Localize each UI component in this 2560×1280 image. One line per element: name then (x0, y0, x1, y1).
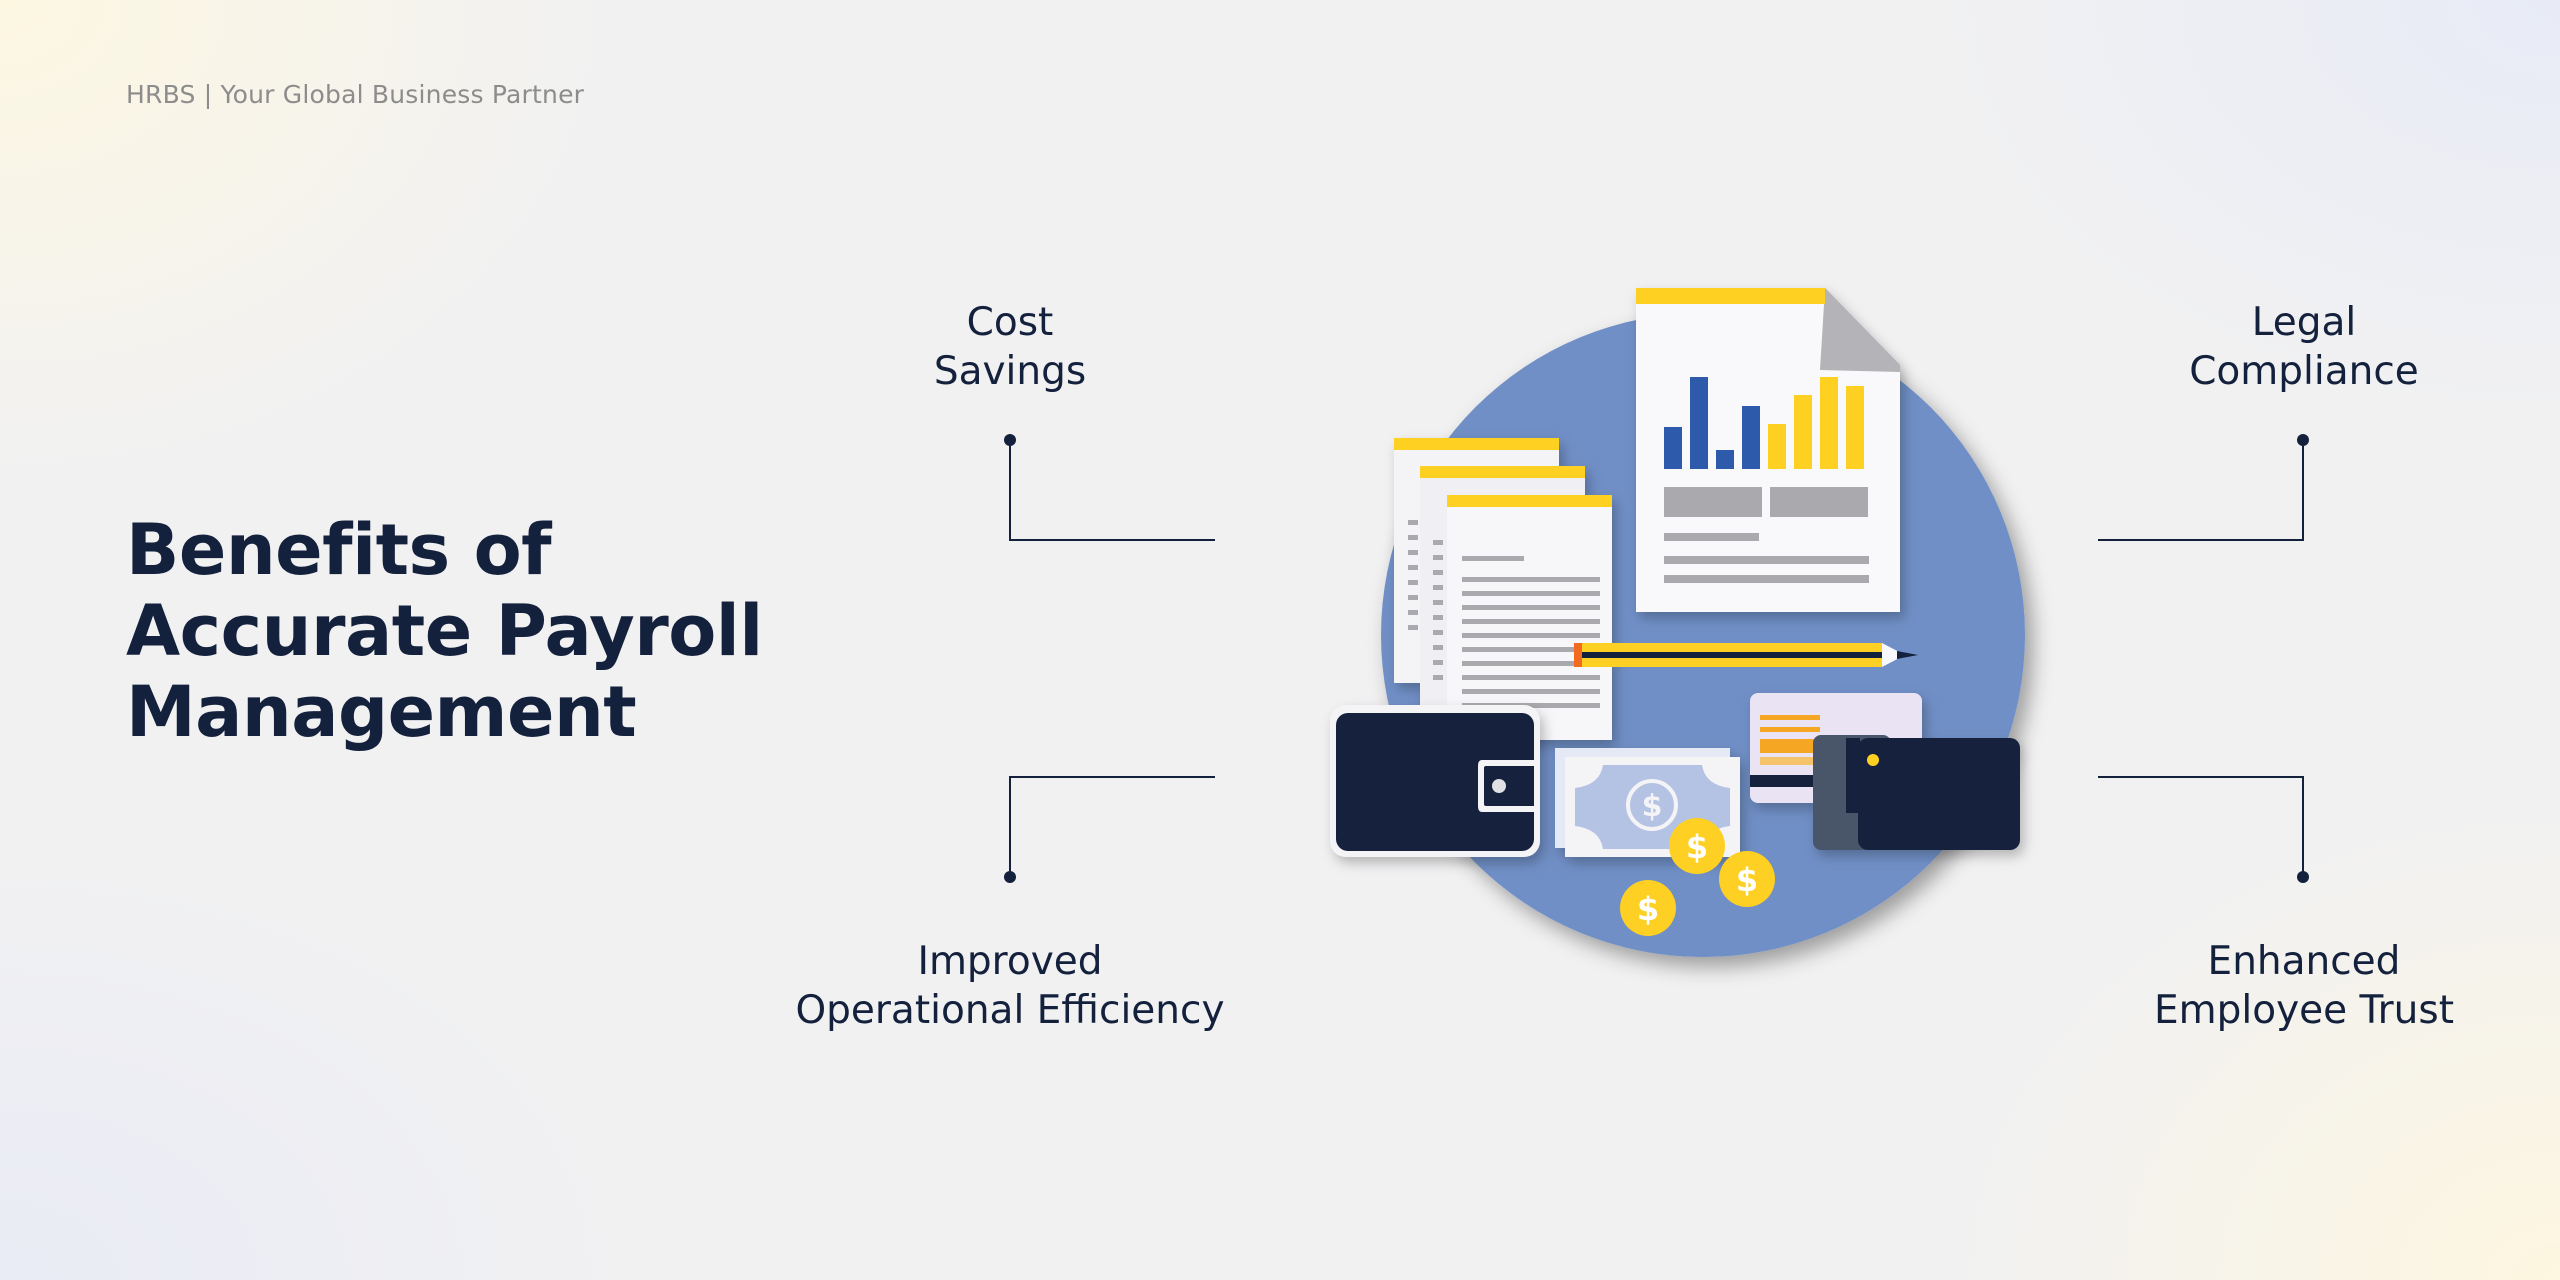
connector-trust (2098, 776, 2304, 877)
benefit-legal-line-2: Compliance (2189, 349, 2419, 394)
benefit-operational-efficiency: Improved Operational Efficiency (760, 937, 1260, 1035)
documents-icon (1394, 438, 1612, 740)
connector-ops (1009, 776, 1215, 877)
title-line-3: Management (126, 671, 637, 753)
page-title: Benefits of Accurate Payroll Management (126, 509, 763, 753)
benefit-legal-compliance: Legal Compliance (2154, 298, 2454, 396)
benefit-trust-line-1: Enhanced (2207, 939, 2401, 984)
connector-dot-cost (1004, 434, 1016, 446)
benefit-ops-line-2: Operational Efficiency (795, 988, 1225, 1033)
connector-cost (1009, 440, 1215, 541)
coins-icon: $ $ $ (1620, 818, 1775, 936)
connector-dot-ops (1004, 871, 1016, 883)
brand-tagline: HRBS | Your Global Business Partner (126, 80, 585, 109)
connector-dot-legal (2297, 434, 2309, 446)
svg-text:$: $ (1637, 890, 1659, 928)
svg-text:$: $ (1642, 789, 1663, 824)
title-line-2: Accurate Payroll (126, 590, 763, 672)
credit-card-icon (1750, 693, 2020, 850)
connector-legal (2098, 440, 2304, 541)
benefit-cost-line-2: Savings (933, 349, 1087, 394)
benefit-cost-line-1: Cost (966, 300, 1054, 345)
wallet-icon (1330, 705, 1540, 857)
connector-dot-trust (2297, 871, 2309, 883)
svg-text:$: $ (1686, 828, 1708, 866)
pencil-icon (1574, 643, 1918, 667)
benefit-legal-line-1: Legal (2251, 300, 2357, 345)
benefit-ops-line-1: Improved (917, 939, 1103, 984)
benefit-trust-line-2: Employee Trust (2153, 988, 2454, 1033)
bar-chart-report-icon (1636, 288, 1900, 612)
banknote-icon: $ (1555, 748, 1740, 857)
benefit-employee-trust: Enhanced Employee Trust (2104, 937, 2504, 1035)
title-line-1: Benefits of (126, 509, 552, 591)
svg-text:$: $ (1736, 861, 1758, 899)
benefit-cost-savings: Cost Savings (860, 298, 1160, 396)
